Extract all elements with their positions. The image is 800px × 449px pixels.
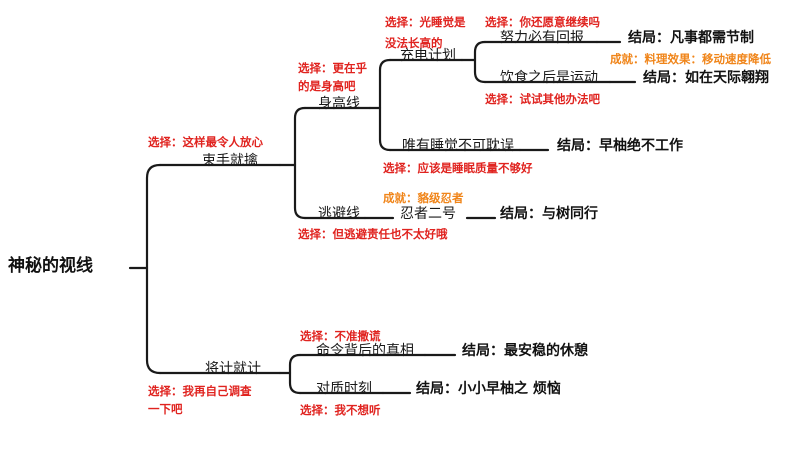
- height-line-choice-note-1: 选择：更在乎: [298, 61, 367, 75]
- exercise-node: 饮食之后是运动: [500, 70, 598, 86]
- escape-line-choice-note: 选择：但逃避责任也不太好哦: [298, 227, 448, 241]
- exercise-choice-note: 选择：试试其他办法吧: [485, 92, 600, 106]
- branch2-choice-note-2: 一下吧: [148, 402, 183, 416]
- height-line-choice-note-2: 的是身高吧: [298, 79, 356, 93]
- ninja-ending: 结局：与树同行: [500, 206, 598, 222]
- truth-ending: 结局：最安稳的休憩: [462, 343, 588, 359]
- effort-choice-note: 选择：你还愿意继续吗: [485, 15, 600, 29]
- sleep-ending: 结局：早柚绝不工作: [557, 138, 683, 154]
- charge-plan-choice-note-1: 选择：光睡觉是: [385, 15, 466, 29]
- branch2-choice-note-1: 选择：我再自己调查: [148, 384, 252, 398]
- height-line-bracket: [378, 58, 392, 152]
- ninja-node: 忍者二号: [400, 206, 456, 222]
- confront-choice-note: 选择：我不想听: [300, 403, 381, 417]
- confront-ending: 结局：小小早柚之 烦恼: [416, 381, 561, 397]
- effort-achievement: 成就：料理效果：移动速度降低: [610, 52, 771, 66]
- confront-node: 对质时刻: [316, 381, 372, 397]
- charge-plan-bracket: [473, 40, 487, 84]
- root-node: 神秘的视线: [8, 256, 93, 276]
- exercise-ending: 结局：如在天际翱翔: [643, 70, 769, 86]
- truth-choice-note: 选择：不准撒谎: [300, 329, 381, 343]
- branch2-node: 将计就计: [205, 361, 261, 377]
- height-line-node: 身高线: [318, 96, 360, 112]
- charge-plan-choice-note-2: 没法长高的: [385, 36, 443, 50]
- ninja-achievement: 成就：貉级忍者: [383, 191, 464, 205]
- truth-node: 命令背后的真相: [316, 343, 414, 359]
- branch1-choice-note: 选择：这样最令人放心: [148, 135, 263, 149]
- branch2-bracket: [288, 353, 302, 395]
- charge-plan-node: 充电计划: [400, 48, 456, 64]
- effort-node: 努力必有回报: [500, 30, 584, 46]
- branch1-bracket: [293, 106, 307, 220]
- sleep-node: 唯有睡觉不可耽误: [402, 138, 514, 154]
- sleep-choice-note: 选择：应该是睡眠质量不够好: [383, 161, 533, 175]
- effort-ending: 结局：凡事都需节制: [628, 30, 754, 46]
- branch1-node: 束手就擒: [202, 153, 258, 169]
- root-bracket: [145, 163, 162, 375]
- escape-line-node: 逃避线: [318, 206, 360, 222]
